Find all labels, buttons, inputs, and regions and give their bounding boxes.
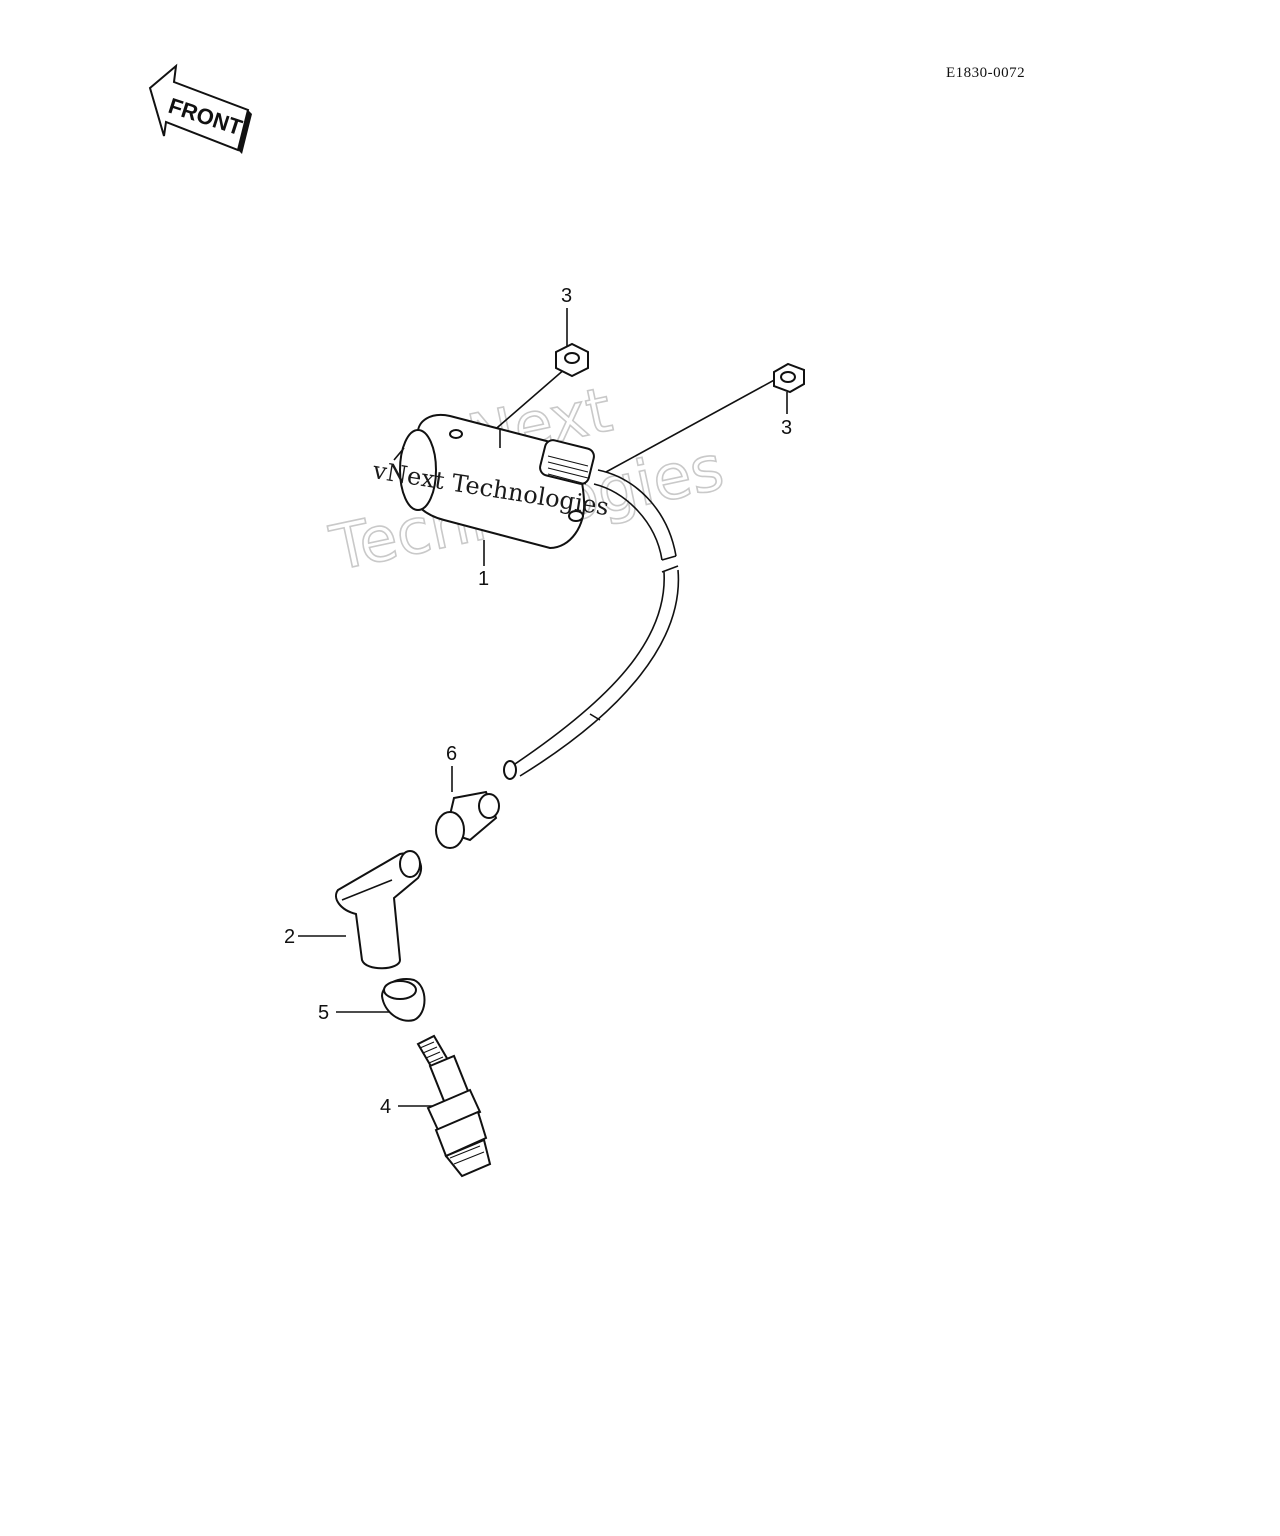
- lead-cap: [435, 790, 500, 849]
- front-arrow-icon: FRONT: [148, 63, 252, 154]
- callout-2: 2: [284, 926, 295, 948]
- callout-3-right: 3: [781, 417, 792, 439]
- callout-5: 5: [318, 1002, 329, 1024]
- nut-left: [475, 342, 589, 447]
- callout-4: 4: [380, 1096, 391, 1118]
- leader-lines: [298, 308, 788, 1107]
- spark-plug-cap: [335, 850, 423, 970]
- document-number: E1830-0072: [946, 65, 1025, 81]
- seal: [380, 978, 426, 1022]
- callout-1: 1: [478, 568, 489, 590]
- callout-6: 6: [446, 743, 457, 765]
- spark-plug: [416, 1034, 492, 1178]
- callout-3-left: 3: [561, 285, 572, 307]
- nut-right: [605, 362, 805, 473]
- coil-lead: [503, 469, 680, 780]
- ignition-coil: [393, 414, 595, 550]
